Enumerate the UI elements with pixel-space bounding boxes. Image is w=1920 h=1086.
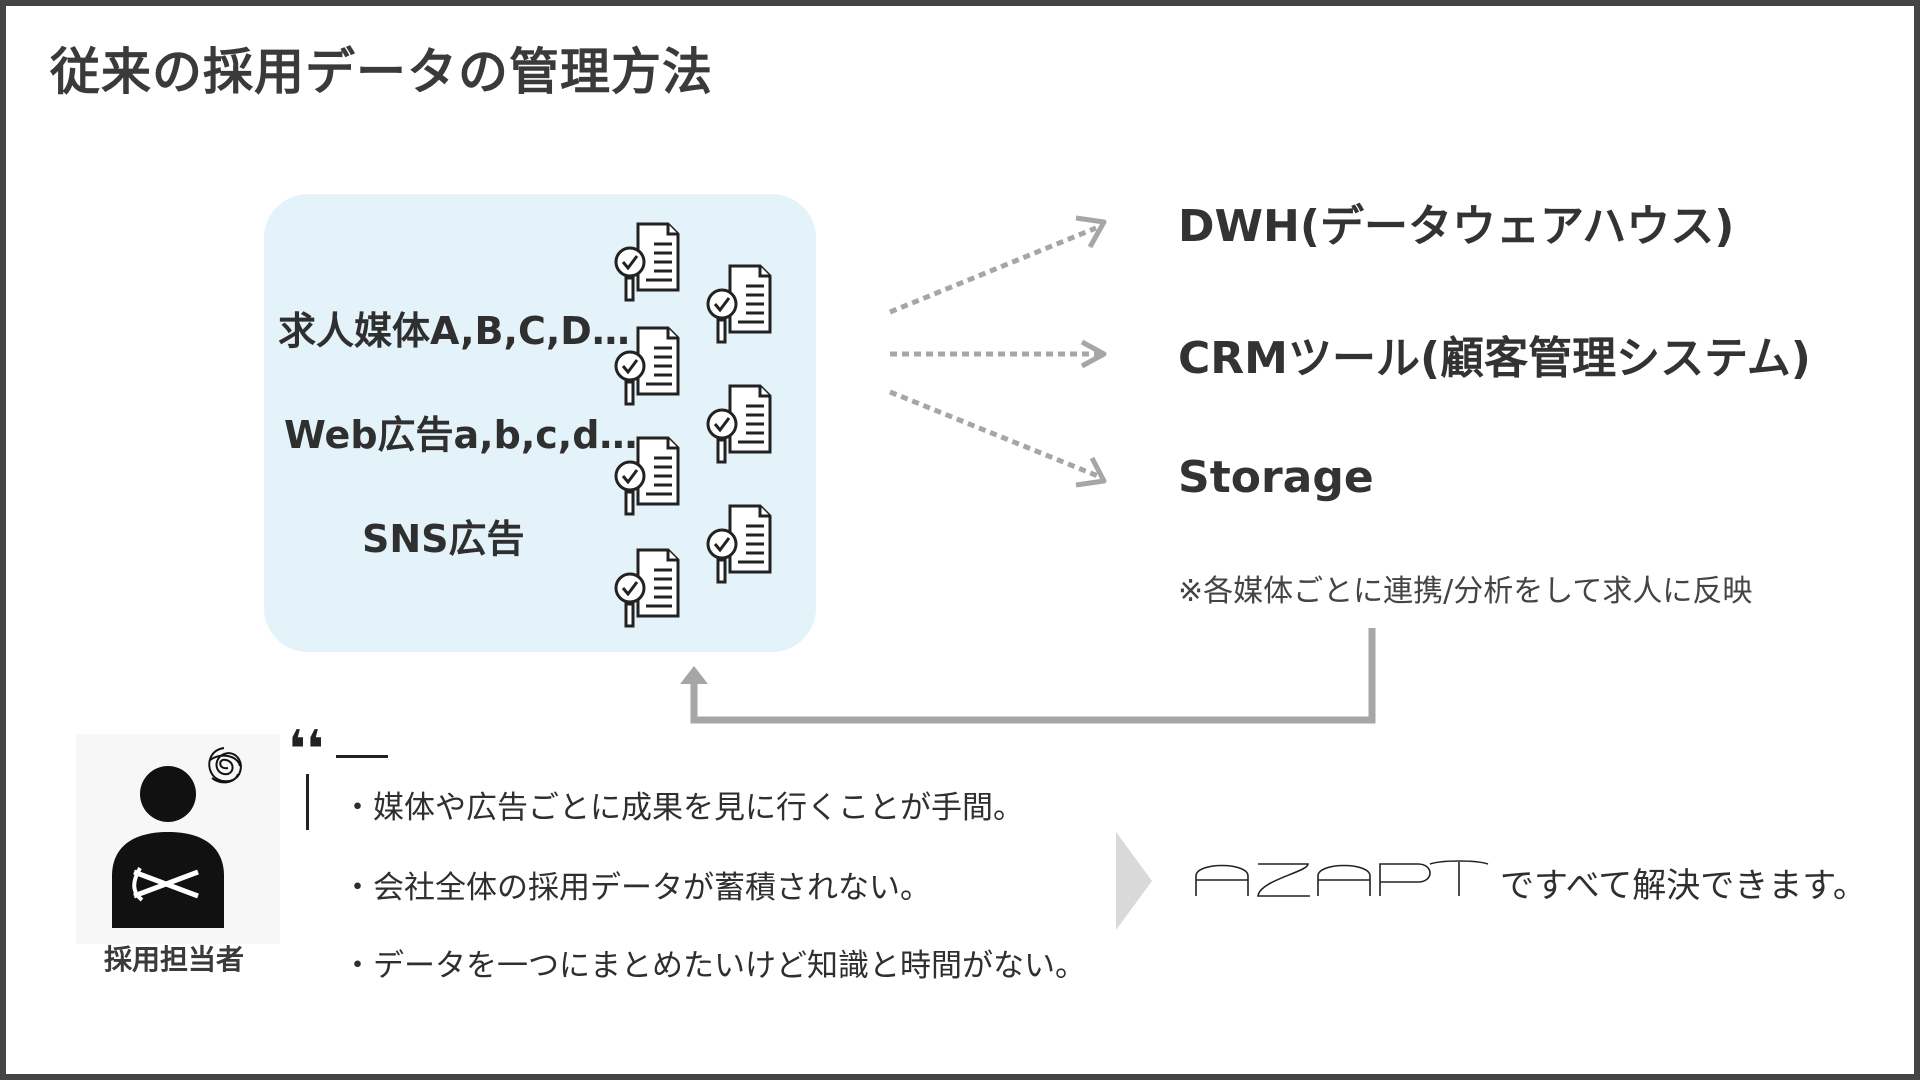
destination-dwh: DWH(データウェアハウス) [1178,201,1735,252]
document-search-icon [614,436,680,516]
source-label-web-ads: Web広告a,b,c,d… [284,413,638,457]
integration-note: ※各媒体ごとに連携/分析をして求人に反映 [1178,574,1753,609]
page-title: 従来の採用データの管理方法 [50,43,713,101]
feedback-arrow [690,628,1376,724]
quote-rule [336,755,388,758]
issue-item: ・会社全体の採用データが蓄積されない。 [342,870,931,906]
document-search-icon [614,548,680,628]
arrow-to-storage [889,389,1099,479]
destination-storage: Storage [1178,452,1374,503]
source-label-sns-ads: SNS広告 [362,517,525,561]
resolution-text: ですべて解決できます。 [1500,866,1867,906]
issue-item: ・媒体や広告ごとに成果を見に行くことが手間。 [342,790,1024,826]
issue-item: ・データを一つにまとめたいけど知識と時間がない。 [342,948,1086,984]
document-search-icon [706,384,772,464]
person-caption: 採用担当者 [104,943,245,976]
flow-arrows [680,215,1376,724]
feedback-arrowhead [680,666,708,684]
source-label-job-media: 求人媒体A,B,C,D… [278,309,630,353]
document-search-icon [706,504,772,584]
document-search-icon [706,264,772,344]
person-arms-crossed-icon [112,766,224,928]
chevron-right-icon [1116,832,1152,930]
tangled-thought-icon [208,747,242,784]
arrow-to-dwh [889,225,1097,315]
document-search-icon [614,326,680,406]
azapt-logo [1195,860,1489,897]
quote-bar [306,774,309,830]
document-search-icon [614,222,680,302]
destination-crm: CRMツール(顧客管理システム) [1178,333,1811,384]
quote-mark-icon: ❛❛ [288,720,325,780]
